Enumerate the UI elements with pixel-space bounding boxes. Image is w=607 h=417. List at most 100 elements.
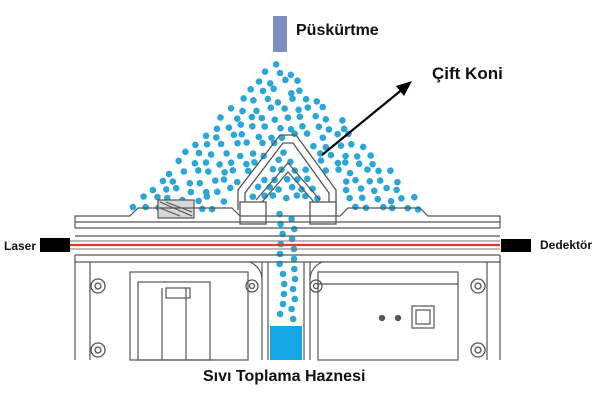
droplet: [195, 197, 202, 205]
droplet: [287, 71, 295, 79]
droplet: [291, 225, 298, 233]
droplet: [227, 159, 235, 166]
droplet: [376, 177, 384, 184]
droplet: [367, 152, 375, 159]
droplet: [275, 156, 282, 164]
droplet: [302, 95, 310, 103]
droplet: [259, 139, 266, 147]
droplet: [317, 157, 325, 164]
droplet: [369, 160, 376, 168]
reservoir-label: Sıvı Toplama Haznesi: [203, 368, 366, 385]
droplet: [217, 140, 225, 148]
droplet: [295, 106, 302, 114]
droplet: [359, 143, 367, 151]
droplet: [244, 167, 252, 175]
droplet: [296, 87, 303, 94]
droplet: [304, 175, 311, 183]
droplet: [163, 186, 170, 193]
droplet: [280, 290, 288, 298]
droplet: [223, 150, 230, 157]
droplet: [279, 270, 287, 278]
double-cone-arrow: [321, 81, 412, 156]
droplet: [234, 139, 241, 147]
droplet: [352, 203, 359, 211]
droplet: [213, 134, 220, 141]
droplet: [267, 104, 275, 111]
droplet: [342, 178, 350, 185]
droplet: [169, 178, 177, 185]
droplet: [353, 153, 361, 160]
droplet: [312, 112, 320, 120]
droplet: [288, 305, 295, 313]
droplet: [207, 151, 215, 158]
droplet: [355, 160, 363, 168]
droplet: [268, 134, 275, 142]
droplet: [129, 203, 137, 211]
droplet: [339, 117, 346, 124]
droplet: [227, 105, 235, 112]
droplet: [394, 178, 401, 186]
droplet: [266, 80, 274, 87]
droplet: [253, 107, 260, 115]
laser-emitter: [40, 238, 70, 252]
droplet: [149, 186, 157, 194]
droplet: [282, 76, 289, 84]
droplet: [380, 203, 387, 211]
droplet: [221, 169, 228, 176]
droplet: [217, 114, 224, 121]
droplet: [240, 95, 247, 102]
droplet: [296, 113, 304, 120]
liquid-reservoir-fill: [270, 326, 302, 360]
droplet: [366, 178, 374, 185]
droplet: [358, 194, 366, 202]
droplet: [287, 126, 295, 133]
droplet: [334, 159, 342, 167]
droplet: [284, 114, 292, 121]
droplet: [276, 310, 284, 318]
droplet: [276, 250, 284, 258]
double-cone: [237, 134, 337, 225]
droplet: [325, 126, 333, 133]
droplet: [277, 124, 284, 132]
droplet: [159, 177, 167, 185]
droplet: [291, 295, 299, 303]
detector-label: Dedektör: [540, 238, 593, 252]
droplet: [293, 192, 301, 199]
droplet: [316, 150, 324, 157]
droplet: [214, 188, 221, 196]
housing-lower: [74, 254, 501, 361]
droplet: [314, 195, 321, 202]
droplet: [236, 152, 244, 160]
droplet: [220, 198, 228, 205]
droplet: [304, 104, 312, 111]
droplet: [255, 78, 263, 85]
droplet: [322, 116, 330, 123]
spray-nozzle: [273, 16, 287, 52]
droplet: [275, 186, 282, 193]
droplet: [287, 158, 294, 166]
droplet: [165, 170, 173, 178]
spray-label: Püskürtme: [296, 22, 379, 39]
droplet: [243, 139, 250, 146]
laser-beam: [70, 240, 500, 250]
droplet: [294, 77, 301, 84]
droplet: [261, 123, 269, 130]
droplet: [182, 148, 189, 156]
droplet: [335, 166, 342, 173]
screw-holes: [90, 278, 486, 358]
droplet: [340, 125, 348, 133]
droplet: [334, 130, 341, 138]
droplet: [140, 193, 147, 200]
droplet: [398, 195, 405, 202]
droplet: [208, 205, 216, 213]
droplet: [249, 150, 257, 157]
droplet: [289, 285, 297, 293]
droplet: [291, 265, 298, 273]
droplet: [281, 105, 288, 112]
droplet: [289, 315, 297, 323]
droplet: [172, 184, 180, 192]
droplet: [220, 176, 228, 183]
droplet: [342, 152, 349, 160]
droplet: [393, 186, 400, 194]
